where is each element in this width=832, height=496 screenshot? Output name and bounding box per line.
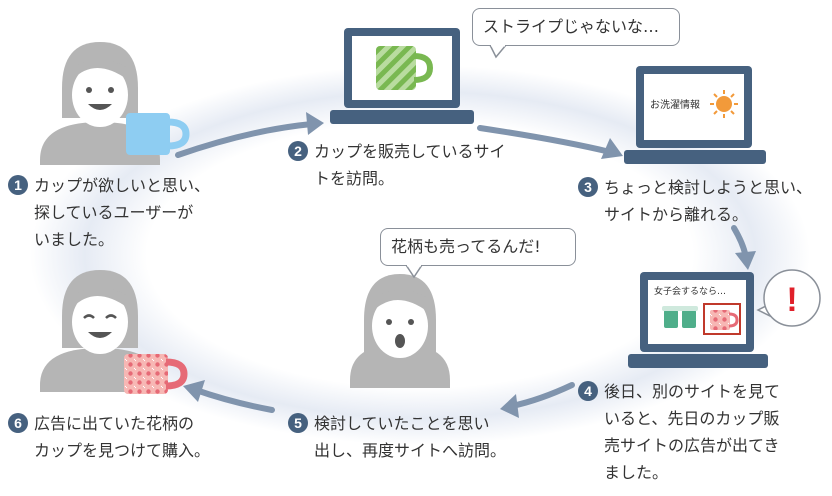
step-1-line-1: カップが欲しいと思い、: [34, 176, 211, 195]
toast-mugs-icon: [662, 306, 698, 328]
step-2-line-1: カップを販売しているサイ: [314, 142, 506, 161]
flower-cup-icon: [124, 354, 188, 394]
step-6-line-2: カップを見つけて購入。: [34, 441, 211, 460]
sun-icon: [710, 90, 738, 118]
alert-bubble: [756, 269, 821, 327]
step-1-line-2: 探しているユーザーが: [34, 203, 194, 222]
arrowhead-3-to-4: [735, 251, 756, 270]
arrow-1-to-2: [175, 121, 315, 158]
step-5-number: 5: [288, 413, 308, 433]
striped-cup-icon: [376, 46, 434, 90]
step-3: 3 ちょっと検討しようと思い、 サイトから離れる。: [578, 174, 812, 228]
alert-icon: !: [786, 281, 797, 319]
speech-bubble-stripe-text: ストライプじゃないな…: [483, 17, 660, 36]
step-5: 5 検討していたことを思い 出し、再度サイトへ訪問。: [288, 410, 506, 464]
step-4-line-3: 売サイトの広告が出てき: [604, 436, 780, 455]
arrowhead-4-to-5: [500, 394, 519, 418]
step-3-line-2: サイトから離れる。: [604, 205, 749, 224]
step-2-line-2: トを訪問。: [314, 169, 395, 188]
step-1-number: 1: [8, 175, 28, 195]
speech-bubble-flower-tail: [405, 265, 423, 279]
step-1: 1 カップが欲しいと思い、 探しているユーザーが いました。: [8, 172, 210, 253]
step-3-line-1: ちょっと検討しようと思い、: [604, 178, 813, 197]
step-2-number: 2: [288, 141, 308, 161]
girls-party-text: 女子会するなら…: [654, 287, 727, 297]
step-4-line-4: ました。: [604, 463, 669, 482]
person-6-figure: [40, 270, 160, 392]
blue-cup-icon: [126, 113, 190, 155]
laptop-2: [330, 28, 474, 124]
flower-cup-ad-icon: [703, 303, 741, 335]
speech-bubble-stripe-tail: [489, 45, 507, 59]
arrowhead-2-to-3: [601, 138, 623, 159]
step-1-line-3: いました。: [34, 230, 115, 249]
step-6: 6 広告に出ていた花柄の カップを見つけて購入。: [8, 410, 210, 464]
arrow-2-to-3: [477, 125, 613, 155]
step-2: 2 カップを販売しているサイ トを訪問。: [288, 138, 506, 192]
arrowhead-5-to-6: [183, 380, 205, 402]
step-5-line-1: 検討していたことを思い: [314, 414, 490, 433]
step-6-number: 6: [8, 413, 28, 433]
step-4-line-1: 後日、別のサイトを見て: [604, 382, 781, 401]
step-4-line-2: いると、先日のカップ販: [604, 409, 780, 428]
step-3-number: 3: [578, 177, 598, 197]
laundry-info-text: お洗濯情報: [650, 100, 700, 111]
speech-bubble-flower-text: 花柄も売ってるんだ!: [391, 237, 541, 256]
speech-bubble-stripe: ストライプじゃないな…: [472, 8, 680, 46]
step-6-line-1: 広告に出ていた花柄の: [34, 414, 195, 433]
arrow-5-to-6: [193, 387, 275, 413]
person-5-figure: [350, 274, 450, 388]
step-5-line-2: 出し、再度サイトへ訪問。: [314, 441, 507, 460]
arrowhead-1-to-2: [306, 112, 324, 135]
step-4: 4 後日、別のサイトを見て いると、先日のカップ販 売サイトの広告が出てき まし…: [578, 378, 780, 486]
laptop-3: [624, 66, 766, 164]
laptop-4: [628, 272, 768, 368]
speech-bubble-flower: 花柄も売ってるんだ!: [380, 228, 576, 266]
step-4-number: 4: [578, 381, 598, 401]
